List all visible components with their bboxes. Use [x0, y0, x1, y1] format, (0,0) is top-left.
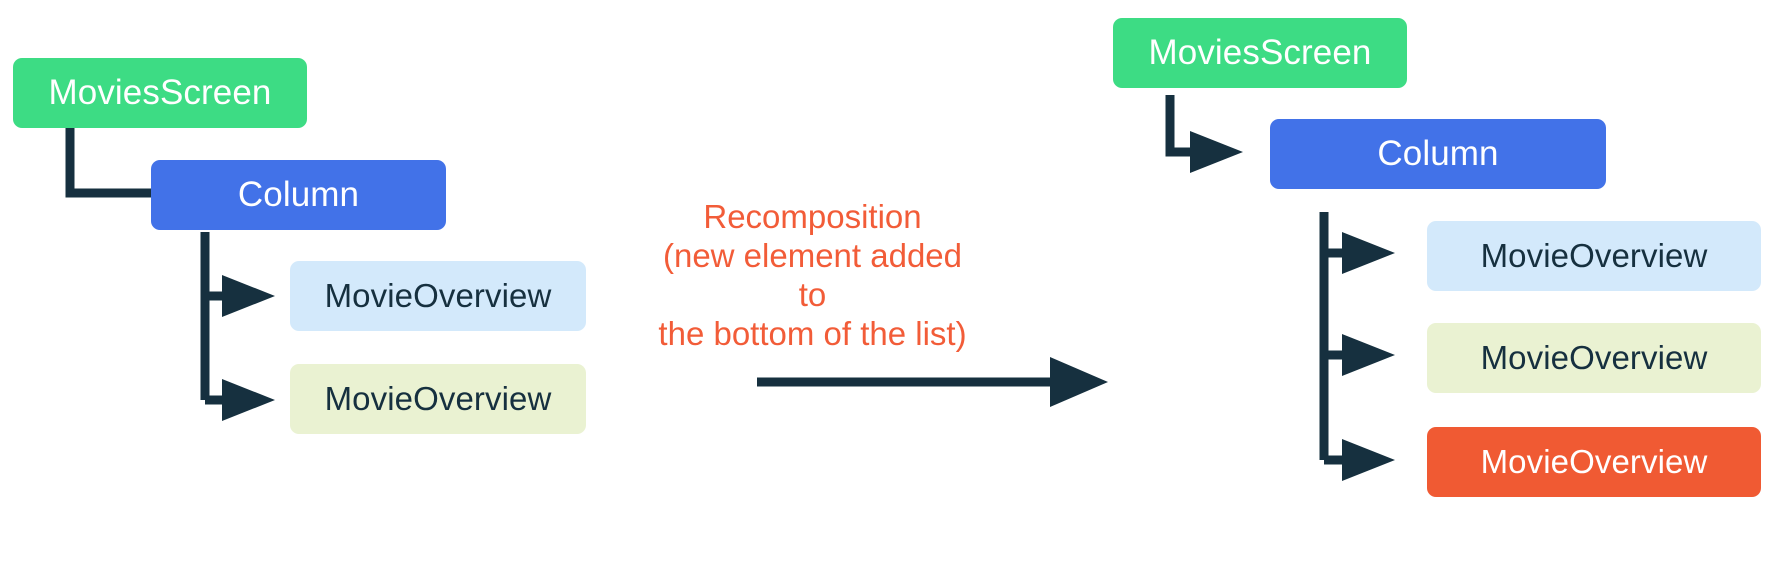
right-node-column[interactable]: Column: [1270, 119, 1606, 189]
connector-right-screen-to-column: [1165, 95, 1243, 173]
transition-arrow-icon: [757, 357, 1108, 407]
left-node-column[interactable]: Column: [151, 160, 446, 230]
left-node-movie-overview-1[interactable]: MovieOverview: [290, 261, 586, 331]
left-node-movies-screen[interactable]: MoviesScreen: [13, 58, 307, 128]
connector-right-column-to-children: [1319, 212, 1395, 481]
left-node-movie-overview-2[interactable]: MovieOverview: [290, 364, 586, 434]
right-node-movies-screen[interactable]: MoviesScreen: [1113, 18, 1407, 88]
right-node-movie-overview-2[interactable]: MovieOverview: [1427, 323, 1761, 393]
right-node-movie-overview-1[interactable]: MovieOverview: [1427, 221, 1761, 291]
right-node-movie-overview-3-new[interactable]: MovieOverview: [1427, 427, 1761, 497]
recomposition-caption: Recomposition (new element added to the …: [658, 198, 967, 352]
connector-left-column-to-children: [200, 232, 275, 421]
